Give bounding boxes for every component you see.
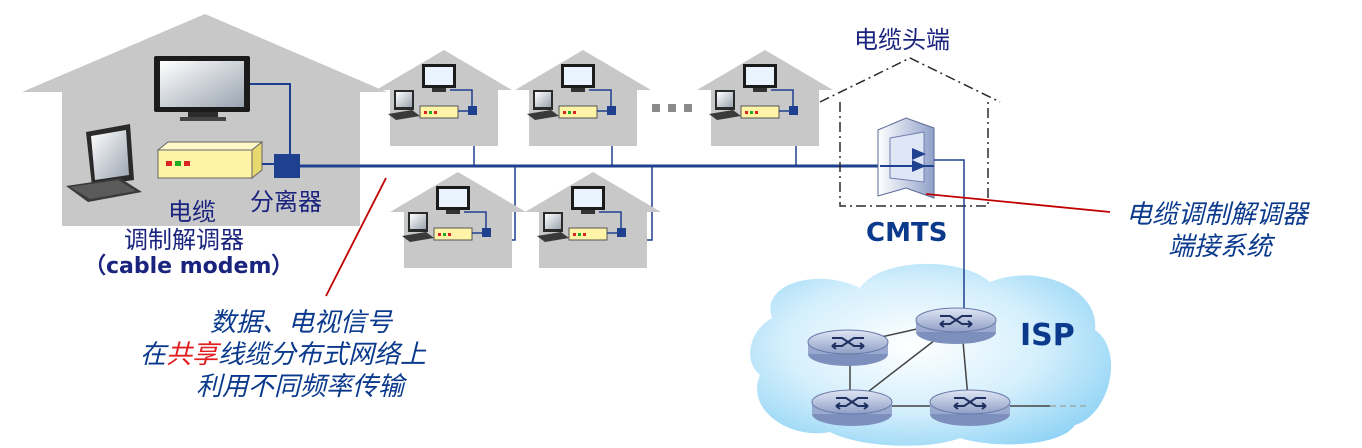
- house-2: [514, 49, 652, 147]
- shared-cable-description-line3: 利用不同频率传输: [196, 372, 405, 402]
- router-icon: [929, 389, 1011, 427]
- cmts-description-line1: 电缆调制解调器: [1126, 200, 1309, 230]
- isp-cloud: [750, 263, 1112, 446]
- router-icon: [807, 329, 889, 367]
- shared-line2-prefix: 在: [140, 340, 167, 370]
- cmts-label: CMTS: [866, 218, 948, 248]
- router-icon: [811, 389, 893, 427]
- ellipsis-dot: [668, 104, 676, 112]
- cable-modem-icon: [156, 140, 264, 180]
- isp-label: ISP: [1020, 318, 1075, 353]
- cmts-icon: [877, 117, 935, 199]
- house-1: [375, 49, 513, 147]
- pointer-line-cable: [325, 177, 387, 297]
- house-5: [524, 171, 662, 269]
- shared-cable-description-line1: 数据、电视信号: [210, 308, 393, 338]
- splitter-icon: [274, 154, 300, 178]
- splitter-label: 分离器: [250, 188, 322, 216]
- headend-label: 电缆头端: [854, 26, 950, 54]
- modem-label-line3: （cable modem）: [84, 254, 294, 279]
- ellipsis-dot: [684, 104, 692, 112]
- modem-label-line1: 电缆: [168, 198, 216, 226]
- house-4: [389, 171, 527, 269]
- shared-highlight: 共享: [166, 340, 219, 370]
- computer-icon: [66, 124, 142, 202]
- ellipsis-dot: [652, 104, 660, 112]
- shared-cable-description-line2: 在共享线缆分布式网络上: [140, 334, 426, 371]
- pointer-line-cmts: [925, 193, 1111, 213]
- modem-label-line2: 调制解调器: [124, 226, 244, 254]
- router-icon: [915, 307, 997, 345]
- headend-outline: [819, 57, 1001, 207]
- television-icon: [154, 56, 250, 121]
- house-3: [696, 49, 834, 147]
- shared-line2-suffix: 线缆分布式网络上: [218, 340, 427, 370]
- cmts-description-line2: 端接系统: [1168, 232, 1273, 262]
